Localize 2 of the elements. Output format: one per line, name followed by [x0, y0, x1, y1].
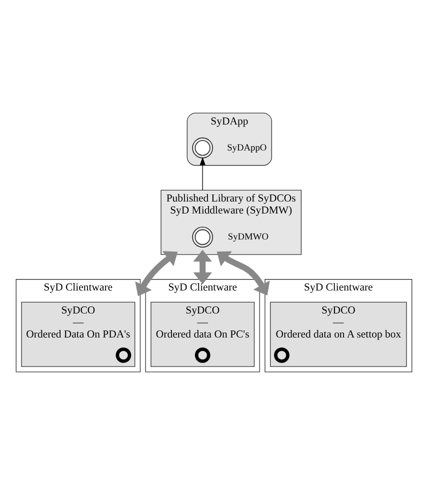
- node-label: SyDAppO: [227, 142, 267, 153]
- node-label: SyDMWO: [228, 232, 269, 242]
